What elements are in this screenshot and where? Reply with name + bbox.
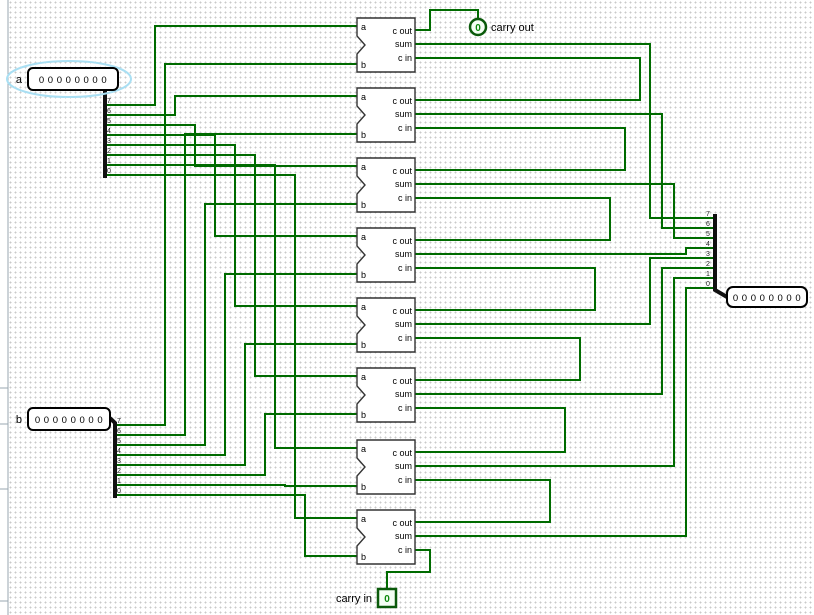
carry-out-value: 0 — [475, 23, 481, 34]
bit-label: 7 — [706, 211, 710, 218]
pin-a-label: a — [16, 74, 23, 86]
adder-port-cin-label: c in — [398, 123, 412, 133]
bit-label: 4 — [706, 241, 710, 248]
adder-port-cout-label: c out — [392, 376, 412, 386]
adder-port-cout-label: c out — [392, 166, 412, 176]
bit-label: 2 — [107, 148, 111, 155]
adder-port-sum-label: sum — [395, 531, 412, 541]
bit-label: 0 — [107, 168, 111, 175]
splitter-b[interactable] — [108, 416, 117, 498]
splitter-output[interactable] — [713, 214, 729, 299]
bit-label: 7 — [117, 418, 121, 425]
bit-label: 3 — [706, 251, 710, 258]
pin-b-value[interactable]: 0 0 0 0 0 0 0 0 — [35, 415, 103, 426]
full-adder-5[interactable]: a b c out sum c in — [356, 157, 416, 213]
bit-label: 6 — [107, 108, 111, 115]
full-adder-7[interactable]: a b c out sum c in — [356, 17, 416, 73]
bit-label: 7 — [107, 98, 111, 105]
carry-wires[interactable] — [386, 9, 641, 589]
adder-port-cin-label: c in — [398, 475, 412, 485]
adder-port-b-label: b — [361, 60, 366, 70]
adder-port-sum-label: sum — [395, 319, 412, 329]
bit-label: 5 — [706, 231, 710, 238]
pin-a-value[interactable]: 0 0 0 0 0 0 0 0 — [39, 75, 107, 86]
splitter-output-bit-labels: 7 6 5 4 3 2 1 0 — [706, 211, 710, 288]
a-bus-wires[interactable] — [105, 25, 357, 519]
carry-out-probe[interactable]: 0 carry out — [468, 17, 534, 37]
adder-port-a-label: a — [361, 232, 366, 242]
adder-port-cin-label: c in — [398, 403, 412, 413]
output-value: 0 0 0 0 0 0 0 0 — [733, 293, 801, 304]
selection-halo — [6, 60, 132, 98]
adder-port-a-label: a — [361, 514, 366, 524]
bit-label: 2 — [706, 261, 710, 268]
adder-port-cout-label: c out — [392, 26, 412, 36]
adder-port-b-label: b — [361, 482, 366, 492]
carry-in-value[interactable]: 0 — [384, 594, 390, 605]
adder-port-sum-label: sum — [395, 389, 412, 399]
input-pin-b[interactable]: b 0 0 0 0 0 0 0 0 — [16, 407, 111, 431]
carry-in-label: carry in — [336, 593, 372, 605]
bit-label: 3 — [117, 458, 121, 465]
adder-port-b-label: b — [361, 270, 366, 280]
bit-label: 1 — [706, 271, 710, 278]
splitter-a-bit-labels: 7 6 5 4 3 2 1 0 — [107, 98, 111, 175]
adder-port-cout-label: c out — [392, 306, 412, 316]
canvas-left-edge — [0, 0, 9, 615]
adder-port-cin-label: c in — [398, 193, 412, 203]
adder-port-b-label: b — [361, 200, 366, 210]
bit-label: 0 — [706, 281, 710, 288]
output-pin-sum[interactable]: 0 0 0 0 0 0 0 0 — [726, 286, 808, 308]
b-bus-wires[interactable] — [115, 63, 357, 557]
bit-label: 6 — [706, 221, 710, 228]
carry-in-pin[interactable]: 0 carry in — [336, 587, 398, 609]
adder-port-cout-label: c out — [392, 236, 412, 246]
full-adder-6[interactable]: a b c out sum c in — [356, 87, 416, 143]
adder-port-b-label: b — [361, 552, 366, 562]
adder-port-a-label: a — [361, 302, 366, 312]
adder-port-a-label: a — [361, 22, 366, 32]
adder-port-a-label: a — [361, 372, 366, 382]
splitter-b-bit-labels: 7 6 5 4 3 2 1 0 — [117, 418, 121, 495]
bit-label: 5 — [117, 438, 121, 445]
bit-label: 5 — [107, 118, 111, 125]
adder-port-b-label: b — [361, 130, 366, 140]
adder-port-a-label: a — [361, 162, 366, 172]
adder-port-sum-label: sum — [395, 461, 412, 471]
adder-port-sum-label: sum — [395, 179, 412, 189]
full-adder-2[interactable]: a b c out sum c in — [356, 367, 416, 423]
carry-out-label: carry out — [491, 22, 534, 34]
input-pin-a[interactable]: a 0 0 0 0 0 0 0 0 — [6, 60, 132, 98]
adder-port-cout-label: c out — [392, 518, 412, 528]
bit-label: 0 — [117, 488, 121, 495]
sum-wires[interactable] — [415, 43, 715, 537]
adder-port-sum-label: sum — [395, 109, 412, 119]
full-adder-1[interactable]: a b c out sum c in — [356, 439, 416, 495]
adder-port-cout-label: c out — [392, 448, 412, 458]
adder-port-cout-label: c out — [392, 96, 412, 106]
full-adder-4[interactable]: a b c out sum c in — [356, 227, 416, 283]
adder-port-sum-label: sum — [395, 39, 412, 49]
bit-label: 3 — [107, 138, 111, 145]
pin-b-label: b — [16, 414, 22, 426]
adder-port-cin-label: c in — [398, 53, 412, 63]
full-adder-0[interactable]: a b c out sum c in — [356, 509, 416, 565]
full-adder-3[interactable]: a b c out sum c in — [356, 297, 416, 353]
adder-port-cin-label: c in — [398, 333, 412, 343]
bit-label: 2 — [117, 468, 121, 475]
bit-label: 6 — [117, 428, 121, 435]
bit-label: 4 — [107, 128, 111, 135]
adder-port-sum-label: sum — [395, 249, 412, 259]
adder-port-a-label: a — [361, 444, 366, 454]
adder-port-b-label: b — [361, 410, 366, 420]
adder-port-b-label: b — [361, 340, 366, 350]
adder-port-cin-label: c in — [398, 263, 412, 273]
adder-port-a-label: a — [361, 92, 366, 102]
adder-port-cin-label: c in — [398, 545, 412, 555]
bit-label: 1 — [117, 478, 121, 485]
bit-label: 4 — [117, 448, 121, 455]
bit-label: 1 — [107, 158, 111, 165]
